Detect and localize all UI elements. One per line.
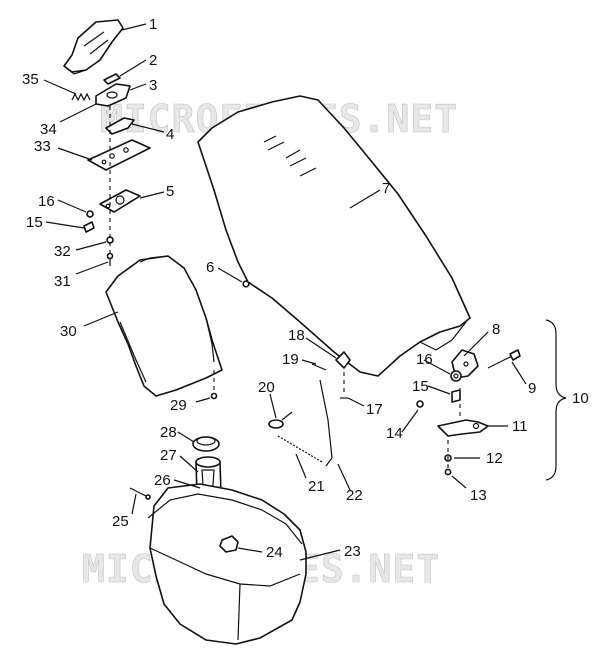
part-fuel-pickup — [219, 535, 239, 553]
callout-label: 35 — [22, 71, 39, 88]
callout-label: 31 — [54, 273, 71, 290]
callout-label: 8 — [492, 321, 500, 338]
callout-label: 6 — [206, 259, 214, 276]
callout-label: 15 — [26, 214, 43, 231]
callout-label: 28 — [160, 424, 177, 441]
part-seat-clip — [335, 351, 351, 369]
part-receiver-bracket — [99, 189, 141, 213]
part-side-shroud — [105, 255, 223, 397]
part-mounting-plate — [87, 139, 151, 171]
callout-label: 18 — [288, 327, 305, 344]
part-eyebolt — [268, 411, 293, 429]
callout-label: 24 — [266, 544, 283, 561]
part-bolt-right — [451, 389, 461, 403]
callout-label: 14 — [386, 425, 403, 442]
part-clip — [105, 117, 135, 135]
part-screw — [106, 252, 114, 266]
part-release-rod — [319, 379, 333, 467]
part-pin — [103, 73, 121, 85]
callout-label: 27 — [160, 447, 177, 464]
part-bolt-left — [83, 221, 95, 233]
callout-label: 12 — [486, 450, 503, 467]
callout-label: 19 — [282, 351, 299, 368]
callout-label: 16 — [38, 193, 55, 210]
callout-label: 17 — [366, 401, 383, 418]
callout-label: 33 — [34, 138, 51, 155]
part-bracket-bolt — [487, 349, 521, 369]
callout-label: 22 — [346, 487, 363, 504]
callout-label: 7 — [382, 180, 390, 197]
callout-label: 20 — [258, 379, 275, 396]
callout-label: 29 — [170, 397, 187, 414]
part-cotter-pin — [311, 363, 327, 371]
callout-label: 23 — [344, 543, 361, 560]
callout-label: 5 — [166, 183, 174, 200]
callout-label: 30 — [60, 323, 77, 340]
part-seat — [197, 95, 471, 377]
callout-label: 32 — [54, 243, 71, 260]
callout-label: 3 — [149, 77, 157, 94]
callout-label: 34 — [40, 121, 57, 138]
leader-lines — [43, 23, 527, 561]
part-seat-fastener — [242, 280, 250, 288]
callout-label: 2 — [149, 52, 157, 69]
callout-label: 21 — [308, 478, 325, 495]
part-shroud-screw — [210, 370, 218, 400]
callout-label: 26 — [154, 472, 171, 489]
part-latch-handle — [63, 19, 124, 75]
part-latch-bracket — [437, 419, 489, 437]
callout-label: 15 — [412, 378, 429, 395]
callout-label: 9 — [528, 380, 536, 397]
callout-labels: 1 2 3 35 34 4 33 5 16 15 32 31 6 7 30 29… — [22, 16, 589, 561]
callout-label: 16 — [416, 351, 433, 368]
part-vent-line — [129, 487, 151, 500]
part-small-washer — [416, 400, 424, 408]
callout-label: 4 — [166, 126, 174, 143]
callout-label: 10 — [572, 390, 589, 407]
callout-label: 25 — [112, 513, 129, 530]
callout-label: 11 — [512, 418, 528, 435]
part-nut-13 — [444, 468, 452, 476]
callout-label: 13 — [470, 487, 487, 504]
part-pivot-pin — [340, 372, 348, 399]
part-washer-left — [86, 210, 94, 218]
part-tension-spring — [277, 435, 323, 463]
part-fuel-tank — [147, 483, 307, 645]
part-washer-right — [450, 370, 462, 382]
callout-label: 1 — [149, 16, 157, 33]
group-brace — [545, 319, 567, 481]
part-spring — [71, 92, 91, 102]
part-fuel-cap — [192, 436, 220, 452]
assembly-line-right — [447, 388, 461, 470]
